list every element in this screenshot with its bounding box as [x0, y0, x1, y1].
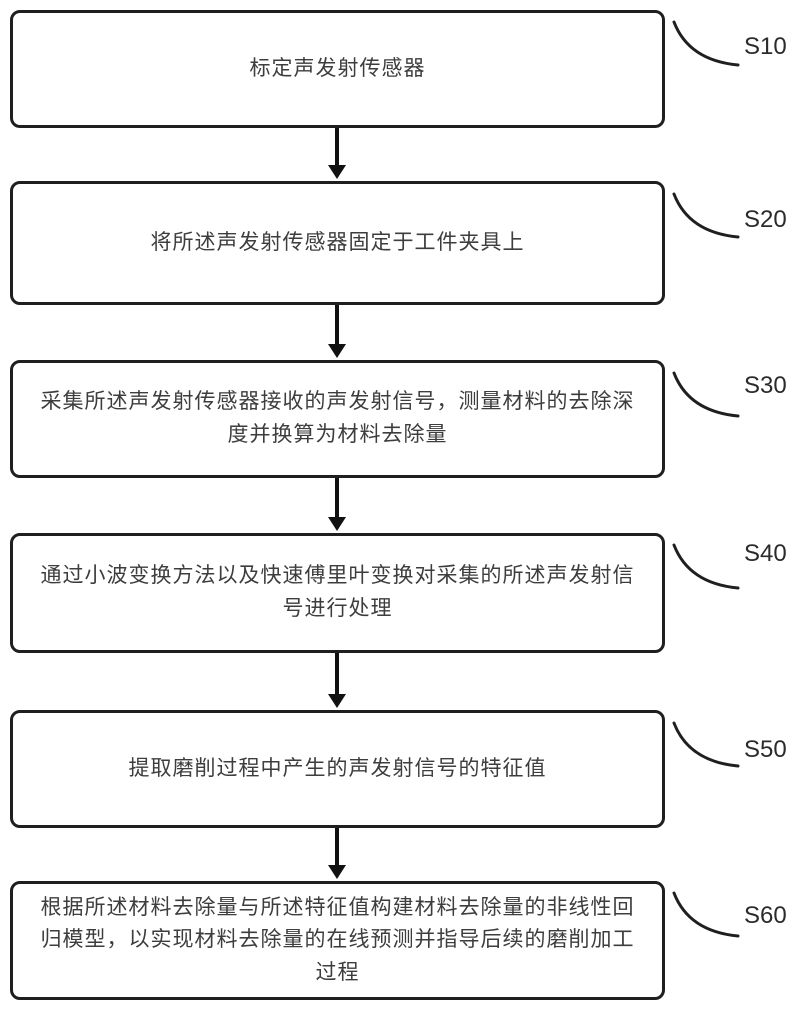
step-label-s60: S60: [744, 902, 787, 929]
leader-curve-4: [672, 543, 740, 590]
down-arrow-2: [335, 305, 339, 345]
flow-step-box-5: 提取磨削过程中产生的声发射信号的特征值: [10, 710, 665, 828]
flow-step-box-4: 通过小波变换方法以及快速傅里叶变换对采集的所述声发射信号进行处理: [10, 533, 665, 653]
leader-curve-5: [672, 721, 740, 768]
flow-step-box-2: 将所述声发射传感器固定于工件夹具上: [10, 181, 665, 305]
down-arrow-3: [335, 478, 339, 518]
down-arrow-4: [335, 653, 339, 695]
step-label-s30: S30: [744, 372, 787, 399]
step-label-s20: S20: [744, 206, 787, 233]
leader-curve-1: [672, 20, 740, 67]
step-label-s50: S50: [744, 736, 787, 763]
leader-curve-2: [672, 192, 740, 239]
leader-curve-6: [672, 891, 740, 938]
step-label-s10: S10: [744, 33, 787, 60]
flow-step-box-3: 采集所述声发射传感器接收的声发射信号，测量材料的去除深度并换算为材料去除量: [10, 360, 665, 478]
down-arrow-1: [335, 128, 339, 166]
flow-step-box-6: 根据所述材料去除量与所述特征值构建材料去除量的非线性回归模型，以实现材料去除量的…: [10, 881, 665, 1000]
leader-curve-3: [672, 371, 740, 418]
down-arrow-5: [335, 828, 339, 866]
step-label-s40: S40: [744, 540, 787, 567]
flow-step-box-1: 标定声发射传感器: [10, 10, 665, 128]
